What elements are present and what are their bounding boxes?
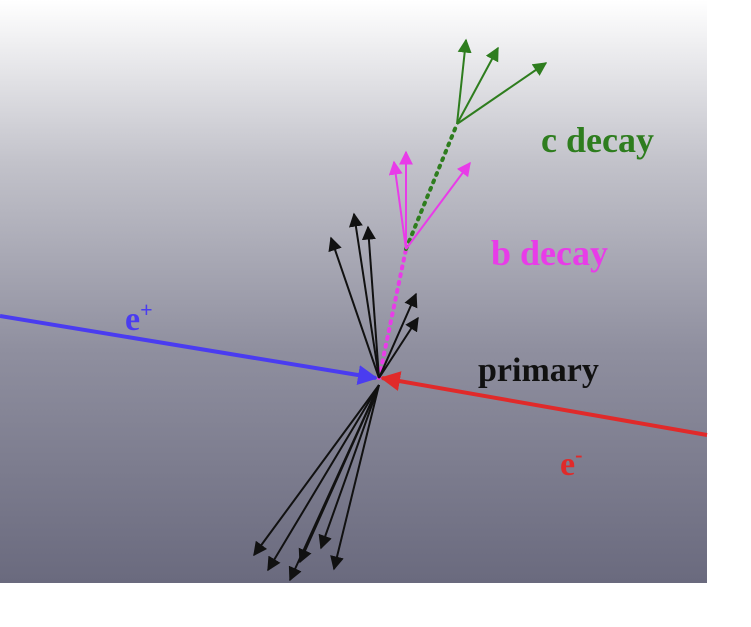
- electron-label: e-: [560, 442, 582, 483]
- primary-track: [378, 316, 419, 379]
- c-decay-track: [456, 46, 499, 125]
- positron-label: e+: [125, 297, 153, 338]
- b-decay-track: [405, 161, 471, 250]
- positron-beam-arrow: [0, 314, 378, 385]
- primary-track: [330, 384, 380, 571]
- electron-label-sup: -: [575, 442, 582, 467]
- primary-track: [348, 212, 380, 379]
- primary-tracks-up: [328, 212, 419, 379]
- electron-beam-arrow: [380, 371, 708, 437]
- primary-track: [298, 384, 380, 564]
- primary-track: [267, 384, 380, 572]
- b-flight-path: [377, 247, 408, 380]
- c-decay-tracks: [456, 38, 548, 125]
- b-decay-label: b decay: [491, 233, 608, 273]
- positron-label-base: e: [125, 301, 140, 338]
- electron-label-base: e: [560, 446, 575, 483]
- primary-track: [253, 384, 380, 557]
- c-decay-track: [456, 38, 472, 125]
- primary-label: primary: [478, 352, 599, 389]
- c-decay-label: c decay: [541, 120, 654, 160]
- primary-track: [328, 236, 380, 379]
- b-decay-tracks: [388, 150, 471, 250]
- primary-track: [378, 292, 418, 379]
- primary-track: [361, 225, 380, 379]
- c-flight-path: [404, 122, 459, 251]
- positron-label-sup: +: [140, 297, 153, 322]
- b-decay-track: [388, 160, 407, 250]
- primary-track: [318, 384, 380, 550]
- primary-tracks-down: [253, 384, 380, 582]
- c-decay-track: [456, 62, 548, 125]
